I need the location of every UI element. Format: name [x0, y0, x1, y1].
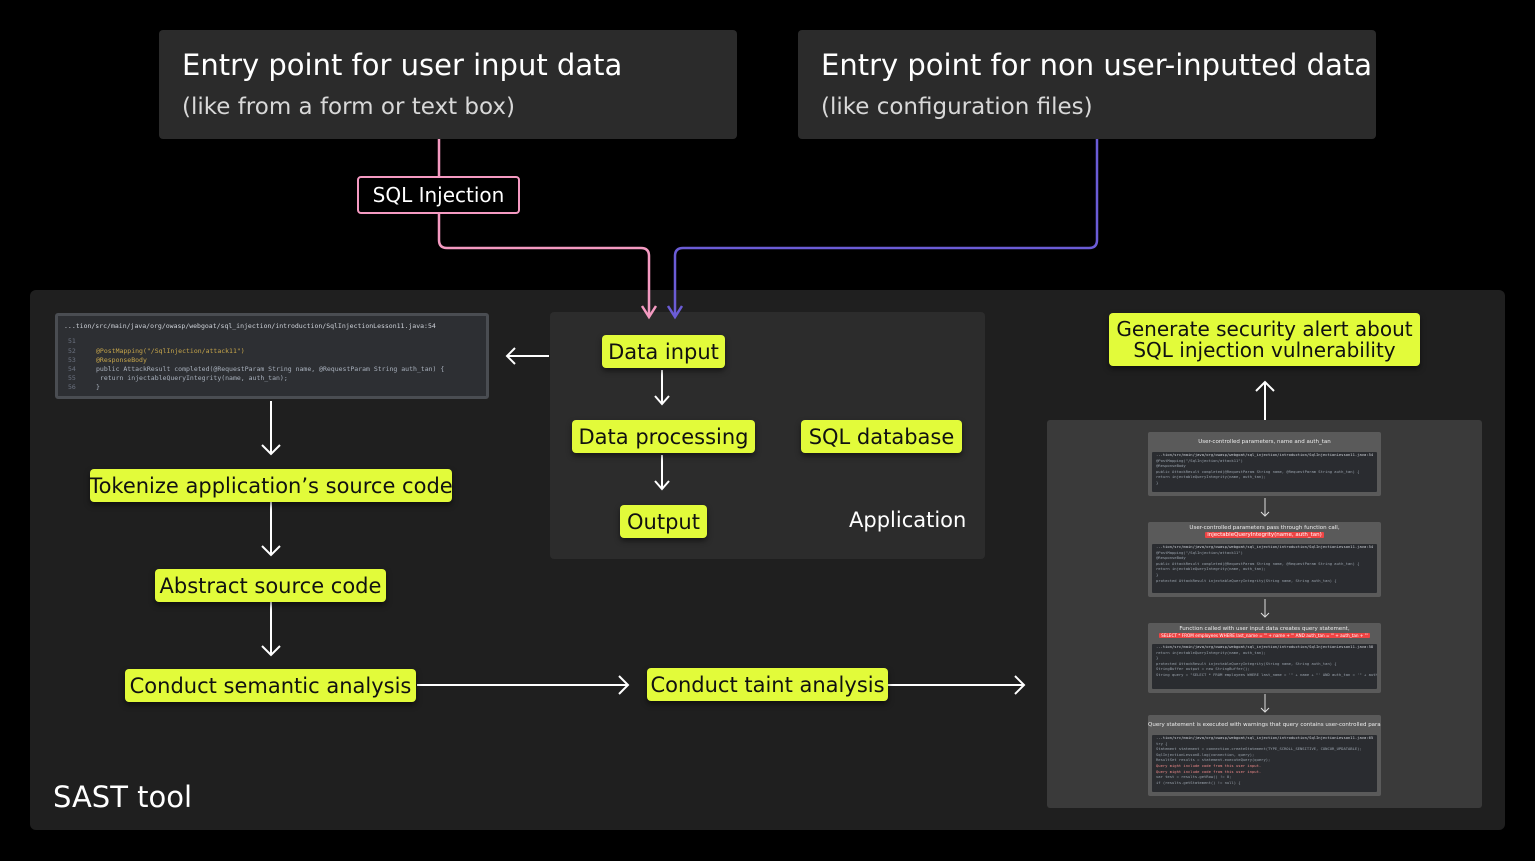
entry-user-title: Entry point for user input data: [182, 48, 623, 82]
output-chip: Output: [620, 505, 707, 538]
code-line: 52@PostMapping("/SqlInjection/attack11"): [68, 347, 245, 355]
code-file-path: ...tion/src/main/java/org/owasp/webgoat/…: [64, 322, 436, 330]
example-arrow: [1260, 599, 1270, 618]
example-step-1: User-controlled parameters, name and aut…: [1148, 432, 1381, 496]
security-alert-line2: SQL injection vulnerability: [1133, 337, 1396, 362]
sql-injection-label: SQL Injection: [357, 176, 520, 214]
nonuser-flow-arrowhead: [666, 305, 684, 320]
example-step-4: Query statement is executed with warning…: [1148, 715, 1381, 796]
arrow-datainput-to-processing: [654, 370, 670, 406]
entry-user-input-box: Entry point for user input data (like fr…: [159, 30, 737, 139]
arrow-example-to-alert: [1255, 380, 1275, 420]
entry-nonuser-subtitle: (like configuration files): [821, 94, 1093, 120]
nonuser-flow-line: [673, 139, 1099, 316]
example-arrow: [1260, 498, 1270, 517]
security-alert-chip: Generate security alert about SQL inject…: [1109, 313, 1420, 366]
sast-tool-label: SAST tool: [53, 780, 193, 814]
example-step-3: Function called with user input data cre…: [1148, 623, 1381, 693]
code-line: 53@ResponseBody: [68, 356, 147, 364]
application-label: Application: [849, 508, 967, 532]
sql-database-chip: SQL database: [801, 420, 962, 453]
code-line: 55 return injectableQueryIntegrity(name,…: [68, 374, 288, 382]
data-processing-chip: Data processing: [572, 420, 755, 453]
arrow-code-to-tokenize: [261, 401, 281, 456]
data-input-chip: Data input: [602, 335, 725, 368]
code-line: 51: [68, 337, 76, 345]
example-arrow: [1260, 694, 1270, 713]
example-step-2: User-controlled parameters pass through …: [1148, 522, 1381, 597]
user-flow-arrowhead: [640, 305, 658, 320]
taint-analysis-chip: Conduct taint analysis: [647, 668, 888, 701]
arrow-taint-to-example: [888, 675, 1026, 695]
arrow-semantic-to-taint: [417, 675, 630, 695]
semantic-analysis-chip: Conduct semantic analysis: [125, 669, 416, 702]
entry-nonuser-input-box: Entry point for non user-inputted data (…: [798, 30, 1376, 139]
code-line: 56}: [68, 383, 100, 391]
arrow-abstract-to-semantic: [261, 602, 281, 657]
security-alert-line1: Generate security alert about: [1116, 316, 1413, 341]
abstract-chip: Abstract source code: [155, 569, 386, 602]
arrow-tokenize-to-abstract: [261, 502, 281, 557]
user-flow-line: [437, 139, 651, 316]
source-code-panel: ...tion/src/main/java/org/owasp/webgoat/…: [55, 313, 489, 399]
arrow-processing-to-output: [654, 455, 670, 491]
tokenize-chip: Tokenize application’s source code: [89, 469, 453, 502]
entry-nonuser-title: Entry point for non user-inputted data: [821, 48, 1372, 82]
arrow-app-to-code: [505, 347, 549, 365]
entry-user-subtitle: (like from a form or text box): [182, 94, 515, 120]
